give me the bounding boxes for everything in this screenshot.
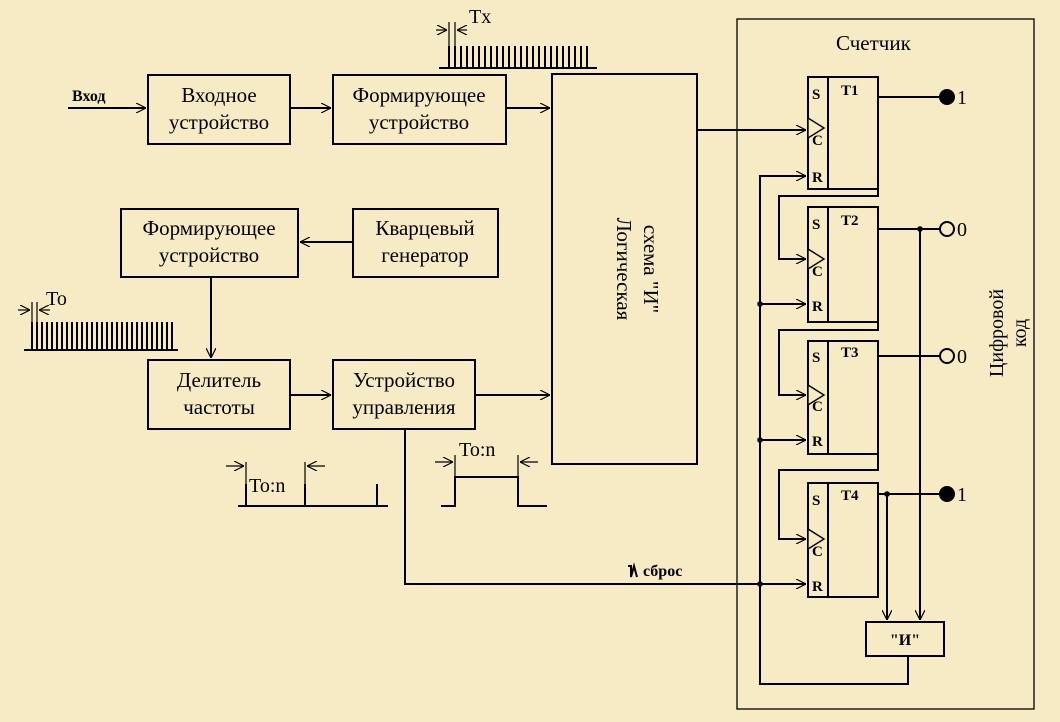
- logic-label-2: схема "И": [639, 225, 663, 313]
- digital-code-label-2: код: [1009, 319, 1031, 347]
- t2-s: S: [812, 217, 820, 233]
- to-div-n-mid-waveform: [441, 476, 547, 507]
- quartz-label-1: Кварцевый: [375, 216, 474, 240]
- to-div-n-left-label: To:n: [249, 475, 285, 497]
- logic-label-1: Логическая: [612, 218, 636, 321]
- t3-r: R: [812, 434, 823, 450]
- input-device-label-1: Входное: [181, 83, 256, 107]
- input-device-label-2: устройство: [169, 110, 269, 134]
- t3-c: C: [812, 399, 823, 415]
- t4-output: 1: [957, 484, 967, 506]
- to-label: To: [46, 288, 67, 310]
- logic-and-block: [551, 73, 698, 465]
- control-label-1: Устройство: [353, 368, 455, 392]
- t2-output: 0: [957, 219, 967, 241]
- output-terminal-t4: [939, 486, 955, 502]
- output-terminal-t1: [939, 89, 955, 105]
- shaper-left-label-2: устройство: [159, 243, 259, 267]
- t1-name: T1: [841, 83, 859, 99]
- output-terminal-t3: [939, 348, 955, 364]
- t2-r: R: [812, 299, 823, 315]
- input-label: Вход: [72, 88, 105, 105]
- to-div-n-left-waveform: [238, 484, 388, 507]
- shaper-left-block: [120, 208, 299, 278]
- t1-r: R: [812, 170, 823, 186]
- shaper-top-label-2: устройство: [369, 110, 469, 134]
- reset-edge-symbol: [628, 562, 638, 578]
- control-label-2: управления: [352, 395, 455, 419]
- t1-c: C: [812, 133, 823, 149]
- shaper-top-block: [332, 74, 507, 145]
- counter-frame: [736, 18, 1035, 710]
- t3-output: 0: [957, 346, 967, 368]
- t4-name: T4: [841, 488, 859, 504]
- shaper-top-label-1: Формирующее: [352, 83, 485, 107]
- to-div-n-mid-label: To:n: [459, 439, 495, 461]
- tx-pulse-train: [439, 46, 597, 69]
- connections: [68, 96, 940, 685]
- t2-name: T2: [841, 213, 859, 229]
- input-device-block: [147, 74, 291, 145]
- t3-name: T3: [841, 345, 859, 361]
- t4-s: S: [812, 493, 820, 509]
- t2-c: C: [812, 264, 823, 280]
- reset-label: сброс: [643, 563, 682, 580]
- t1-output: 1: [957, 87, 967, 109]
- to-pulse-train: [24, 322, 178, 351]
- t4-r: R: [812, 579, 823, 595]
- counter-title: Счетчик: [836, 31, 912, 55]
- digital-code-label-1: Цифровой: [986, 289, 1008, 377]
- quartz-label-2: генератор: [381, 243, 468, 267]
- and-gate: [865, 621, 945, 657]
- t4-c: C: [812, 544, 823, 560]
- t3-s: S: [812, 350, 820, 366]
- shaper-left-label-1: Формирующее: [142, 216, 275, 240]
- and-gate-label: "И": [890, 632, 920, 649]
- divider-label-2: частоты: [183, 395, 255, 419]
- tx-label: Tx: [469, 6, 491, 28]
- t1-s: S: [812, 87, 820, 103]
- divider-label-1: Делитель: [177, 368, 261, 392]
- output-terminal-t2: [939, 221, 955, 237]
